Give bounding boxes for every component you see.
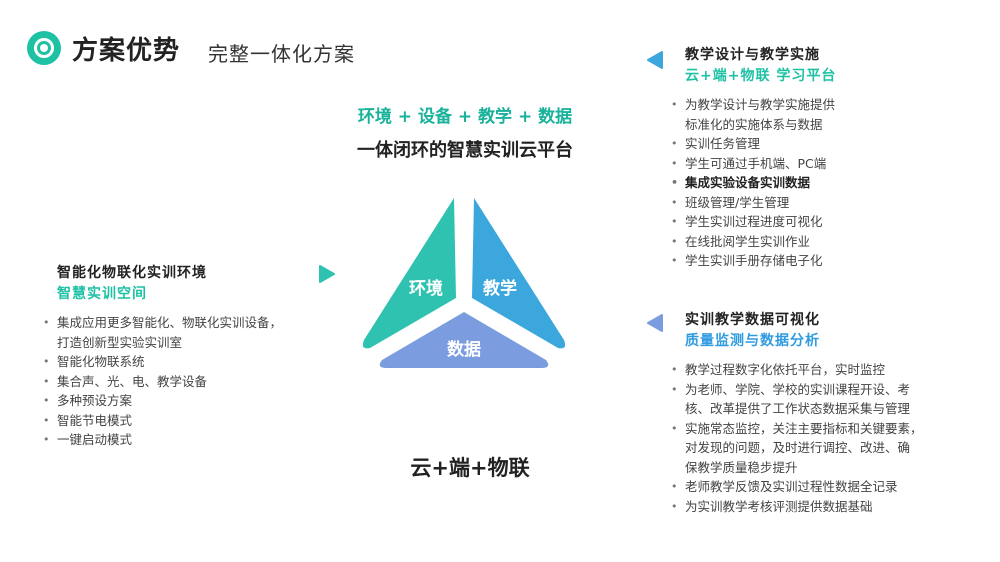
list-item: 实施常态监控，关注主要指标和关键要素， bbox=[671, 419, 985, 439]
triangle-segment-left bbox=[362, 198, 456, 349]
bullet-list: 集成应用更多智能化、物联化实训设备， 打造创新型实验实训室 智能化物联系统 集合… bbox=[43, 313, 337, 450]
play-marker-icon-top-right bbox=[647, 51, 663, 69]
list-item: 学生可通过手机端、PC端 bbox=[671, 154, 975, 174]
bullet-list: 教学过程数字化依托平台，实时监控 为老师、学院、学校的实训课程开设、考 核、改革… bbox=[671, 360, 985, 516]
list-item: 实训任务管理 bbox=[671, 134, 975, 154]
triangle-segment-bottom bbox=[379, 312, 549, 368]
broadcast-icon-dot bbox=[40, 44, 48, 52]
list-item: 集成实验设备实训数据 bbox=[671, 173, 975, 193]
list-item: 打造创新型实验实训室 bbox=[57, 334, 183, 350]
play-marker-icon-left bbox=[319, 265, 335, 283]
play-marker-icon-bottom-right bbox=[647, 314, 663, 332]
broadcast-icon bbox=[27, 31, 61, 65]
section-subtitle: 云+端+物联 学习平台 bbox=[685, 68, 837, 84]
broadcast-icon-ring bbox=[34, 38, 54, 58]
list-item: 学生实训手册存储电子化 bbox=[671, 251, 975, 271]
list-item: 多种预设方案 bbox=[43, 391, 337, 411]
list-item: 保教学质量稳步提升 bbox=[685, 459, 798, 475]
section-smart-environment: 智能化物联化实训环境 智慧实训空间 集成应用更多智能化、物联化实训设备， 打造创… bbox=[43, 263, 337, 450]
list-item: 学生实训过程进度可视化 bbox=[671, 212, 975, 232]
section-data-visualization: 实训教学数据可视化 质量监测与数据分析 教学过程数字化依托平台，实时监控 为老师… bbox=[671, 310, 985, 516]
list-item: 为老师、学院、学校的实训课程开设、考 bbox=[671, 380, 985, 400]
list-item: 班级管理/学生管理 bbox=[671, 193, 975, 213]
section-subtitle: 质量监测与数据分析 bbox=[685, 333, 820, 349]
page-title: 方案优势 bbox=[72, 36, 181, 66]
list-item: 为实训教学考核评测提供数据基础 bbox=[671, 497, 985, 517]
list-item: 集成应用更多智能化、物联化实训设备， bbox=[43, 313, 337, 333]
list-item: 在线批阅学生实训作业 bbox=[671, 232, 975, 252]
section-teaching-design: 教学设计与教学实施 云+端+物联 学习平台 为教学设计与教学实施提供 标准化的实… bbox=[671, 45, 975, 271]
list-item: 老师教学反馈及实训过程性数据全记录 bbox=[671, 477, 985, 497]
list-item: 智能节电模式 bbox=[43, 411, 337, 431]
triangle-segment-right bbox=[472, 198, 566, 349]
triangle-label-right: 教学 bbox=[482, 278, 517, 299]
triangle-label-bottom: 数据 bbox=[447, 339, 481, 360]
list-item: 教学过程数字化依托平台，实时监控 bbox=[671, 360, 985, 380]
list-item: 核、改革提供了工作状态数据采集与管理 bbox=[685, 401, 911, 416]
list-item: 对发现的问题，及时进行调控、改进、确 bbox=[685, 440, 911, 455]
list-item: 集合声、光、电、教学设备 bbox=[43, 372, 337, 392]
bullet-list: 为教学设计与教学实施提供 标准化的实施体系与数据 实训任务管理 学生可通过手机端… bbox=[671, 95, 975, 271]
page-subtitle: 完整一体化方案 bbox=[208, 42, 355, 66]
center-heading: 一体闭环的智慧实训云平台 bbox=[357, 140, 573, 161]
triangle-diagram: 环境 教学 数据 bbox=[362, 198, 566, 368]
section-title: 智能化物联化实训环境 bbox=[57, 265, 207, 281]
section-title: 教学设计与教学实施 bbox=[685, 47, 820, 63]
triangle-label-left: 环境 bbox=[409, 278, 443, 299]
center-tagline: 环境 + 设备 + 教学 + 数据 bbox=[357, 107, 573, 127]
list-item: 为教学设计与教学实施提供 bbox=[671, 95, 975, 115]
section-title: 实训教学数据可视化 bbox=[685, 312, 820, 328]
list-item: 智能化物联系统 bbox=[43, 352, 337, 372]
list-item: 标准化的实施体系与数据 bbox=[685, 116, 823, 132]
list-item: 一键启动模式 bbox=[43, 430, 337, 450]
bottom-caption: 云+端+物联 bbox=[410, 456, 530, 480]
section-subtitle: 智慧实训空间 bbox=[57, 286, 147, 302]
